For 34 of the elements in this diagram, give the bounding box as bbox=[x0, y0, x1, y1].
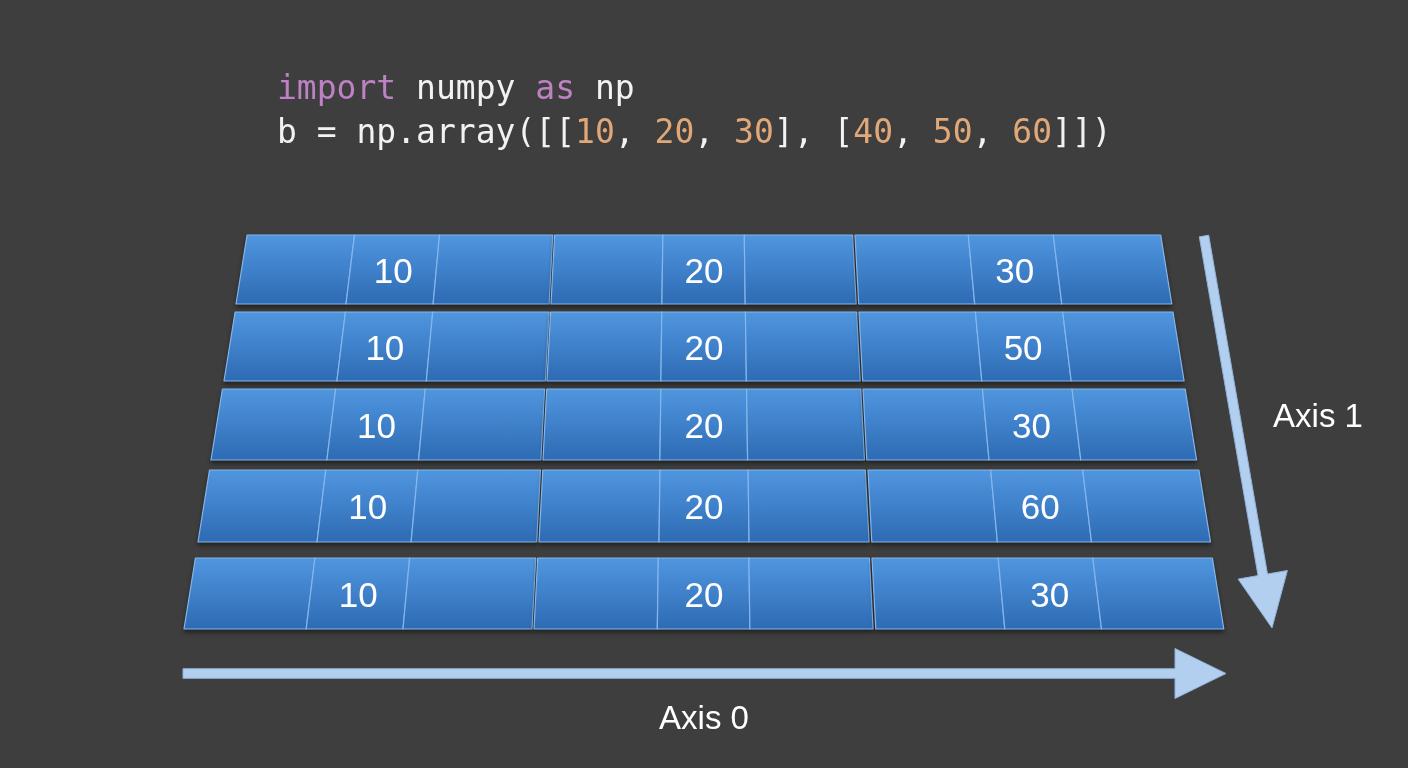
array-tile bbox=[551, 235, 857, 304]
cell-value: 30 bbox=[1012, 407, 1051, 444]
cell-value: 50 bbox=[1003, 329, 1043, 366]
cell-value: 10 bbox=[357, 407, 396, 444]
array-tile bbox=[872, 558, 1225, 629]
cell-value: 10 bbox=[365, 329, 405, 366]
array-tile bbox=[543, 389, 865, 460]
array-tile bbox=[534, 558, 874, 629]
cell-value: 20 bbox=[684, 407, 724, 444]
cell-value: 30 bbox=[1030, 576, 1070, 613]
cell-value: 10 bbox=[348, 489, 388, 525]
array-tile bbox=[855, 235, 1173, 304]
array-tile bbox=[223, 312, 549, 381]
array-tile bbox=[183, 558, 536, 629]
array-tile bbox=[235, 235, 553, 304]
array-tile bbox=[197, 470, 541, 542]
array-tile bbox=[863, 389, 1198, 460]
cell-value: 20 bbox=[684, 576, 724, 613]
array-tile bbox=[867, 470, 1211, 542]
array-tile bbox=[210, 389, 545, 460]
cell-value: 30 bbox=[995, 252, 1035, 289]
code-line: import numpy as np bbox=[277, 68, 635, 108]
cell-value: 10 bbox=[373, 252, 413, 289]
array-tile bbox=[547, 312, 861, 381]
axis-label: Axis 0 bbox=[659, 699, 749, 737]
cell-value: 20 bbox=[684, 329, 724, 366]
cell-value: 60 bbox=[1020, 489, 1060, 525]
cell-value: 20 bbox=[684, 489, 724, 525]
array-tile bbox=[859, 312, 1185, 381]
array-tile bbox=[538, 470, 869, 542]
axis-label: Axis 1 bbox=[1273, 397, 1363, 435]
cell-value: 20 bbox=[684, 252, 724, 289]
cell-value: 10 bbox=[338, 576, 378, 613]
code-line: b = np.array([[10, 20, 30], [40, 50, 60]]) bbox=[277, 112, 1112, 152]
